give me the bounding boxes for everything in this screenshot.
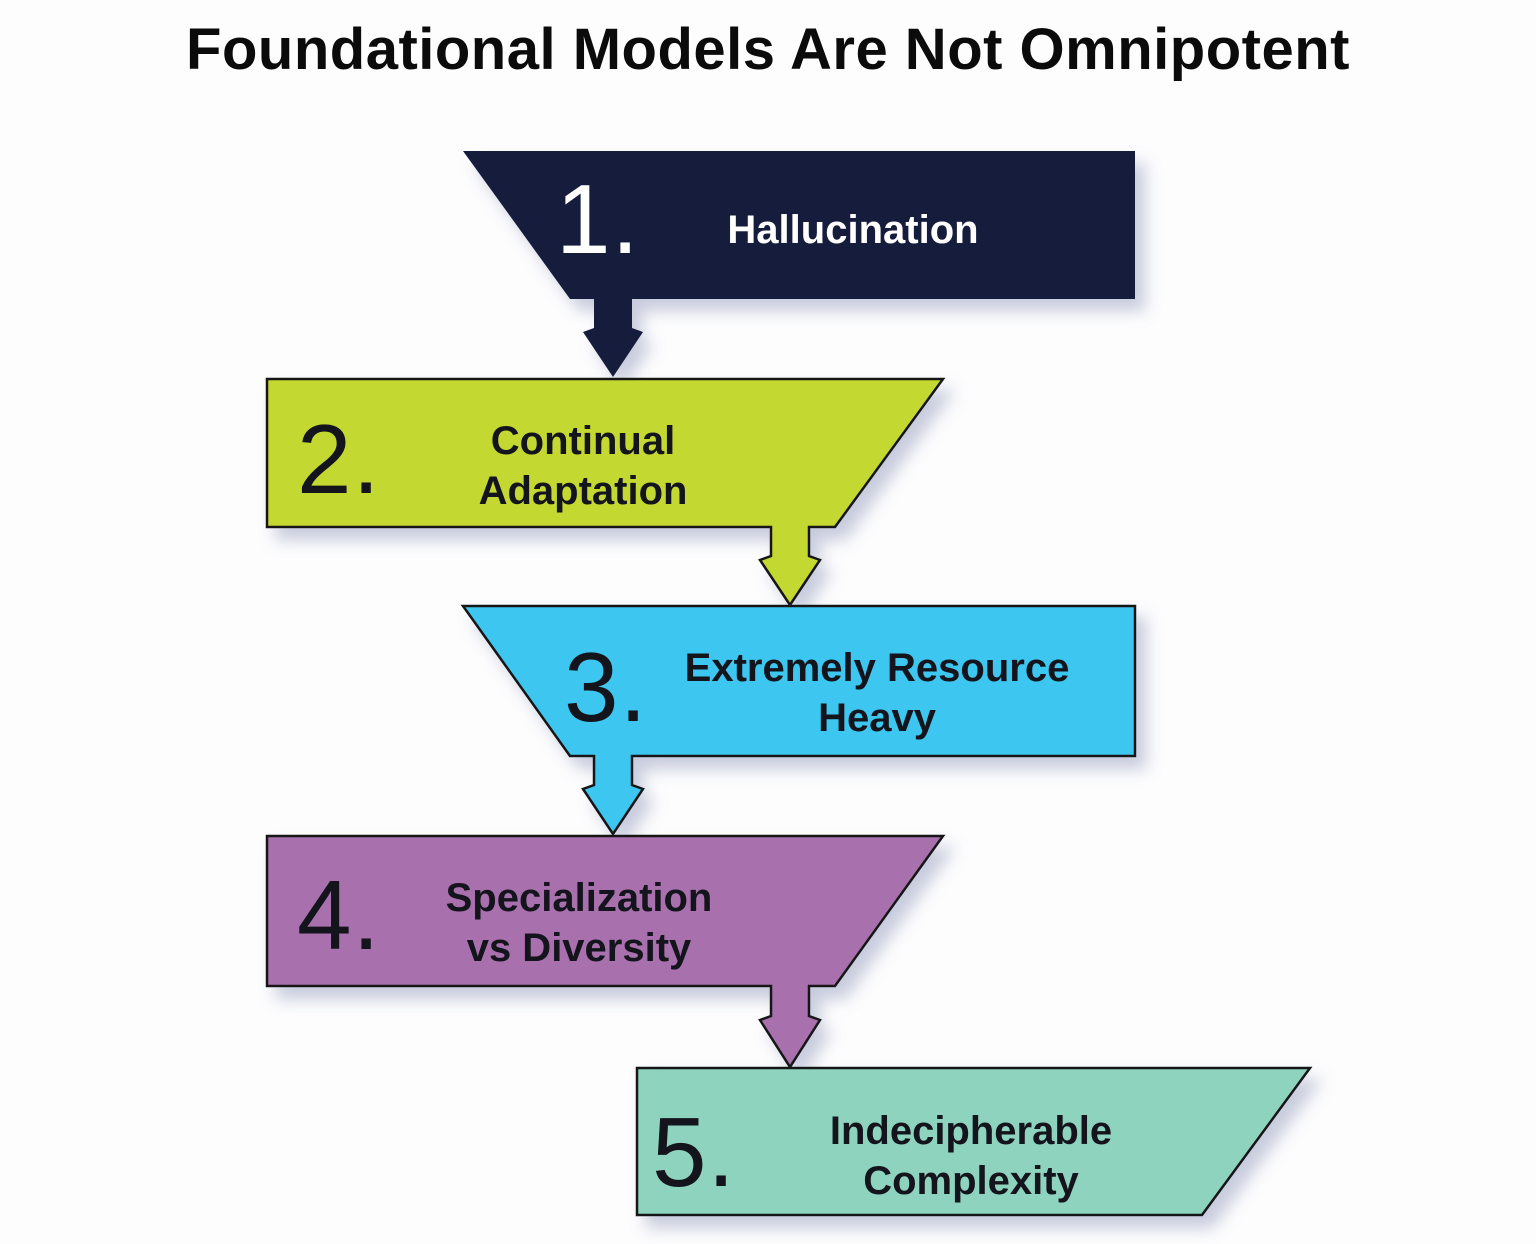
step-4-label: Specialization vs Diversity [445, 876, 713, 970]
step-2-banner-with-down-arrow [265, 377, 946, 608]
step-1-label: Hallucination [727, 208, 979, 252]
step-1-banner-with-down-arrow [463, 151, 1135, 377]
step-2-number: 2. [297, 404, 381, 514]
step-3-label: Extremely Resource Heavy [684, 646, 1070, 740]
step-3-number: 3. [564, 632, 648, 742]
step-3-banner-with-down-arrow [460, 604, 1137, 837]
step-2-label: Continual Adaptation [478, 419, 688, 513]
step-5-label: Indecipherable Complexity [829, 1109, 1113, 1203]
step-4-number: 4. [297, 860, 381, 970]
step-5-number: 5. [652, 1097, 736, 1207]
step-5-banner [635, 1066, 1313, 1217]
diagram-title: Foundational Models Are Not Omnipotent [186, 17, 1350, 82]
step-1-number: 1. [556, 164, 640, 274]
step-4-banner-with-down-arrow [265, 834, 946, 1070]
